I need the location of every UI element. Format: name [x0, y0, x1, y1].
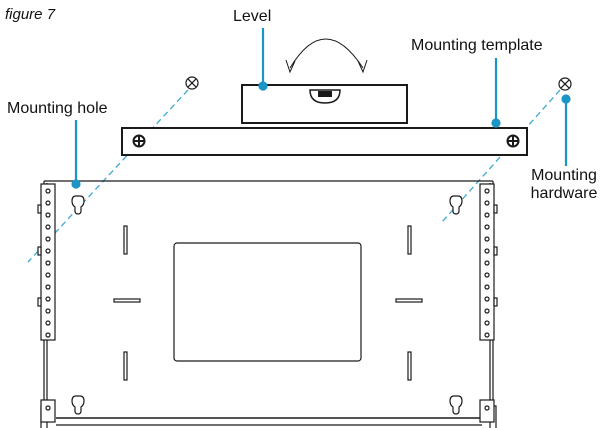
- template-callout-dot: [491, 118, 501, 128]
- template-left-screw-icon: [132, 134, 146, 148]
- right-screw-icon: [558, 77, 572, 91]
- keyhole-top-right-icon: [449, 195, 463, 215]
- level-callout-dot: [258, 81, 268, 91]
- mounting-hardware-label: Mounting hardware: [520, 167, 608, 203]
- figure-label: figure 7: [5, 6, 56, 23]
- mounting-hole-label: Mounting hole: [7, 100, 108, 117]
- level-label: Level: [233, 8, 272, 25]
- center-cutout: [173, 242, 362, 362]
- mounting-hardware-label-line1: Mounting: [531, 167, 597, 184]
- mounting-hardware-label-line2: hardware: [530, 185, 598, 202]
- level-tool: [241, 84, 408, 124]
- hole-callout-dot: [71, 179, 81, 189]
- left-rail: [37, 183, 56, 423]
- hardware-callout-dot: [561, 94, 571, 104]
- left-screw-icon: [185, 76, 199, 90]
- mounting-template-label: Mounting template: [411, 37, 543, 54]
- keyhole-bottom-left-icon: [71, 395, 85, 415]
- plate-slots: [113, 225, 423, 381]
- template-right-screw-icon: [506, 134, 520, 148]
- callouts: [71, 28, 571, 189]
- mounting-template-bar: [121, 127, 528, 156]
- keyhole-bottom-right-icon: [449, 395, 463, 415]
- right-rail: [479, 183, 498, 423]
- rotation-arrow-icon: [289, 38, 364, 69]
- keyhole-top-left-icon: [71, 195, 85, 215]
